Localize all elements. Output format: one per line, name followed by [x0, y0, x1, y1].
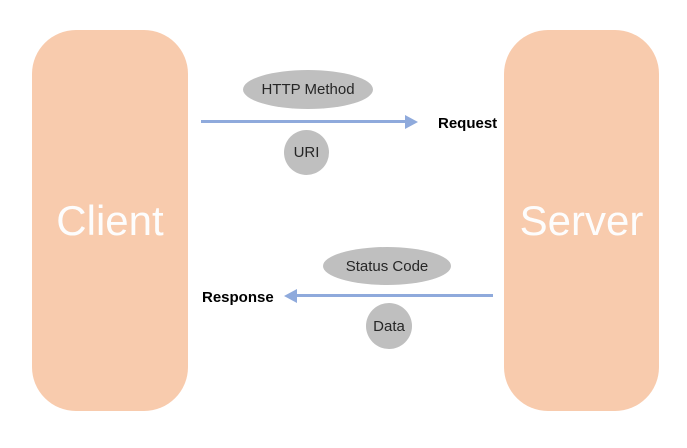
- server-box: Server: [504, 30, 659, 411]
- response-label: Response: [202, 289, 274, 306]
- request-arrow-right-icon: [405, 114, 418, 129]
- http-method-bubble: HTTP Method: [243, 70, 373, 109]
- uri-bubble: URI: [284, 130, 329, 175]
- server-label: Server: [519, 196, 644, 244]
- status-code-bubble-label: Status Code: [345, 257, 429, 275]
- uri-bubble-label: URI: [293, 144, 320, 161]
- request-label: Request: [438, 115, 498, 132]
- client-box: Client: [32, 30, 188, 411]
- response-arrow-left-icon: [284, 288, 297, 303]
- data-bubble: Data: [366, 303, 412, 349]
- data-bubble-label: Data: [373, 317, 405, 335]
- response-arrow-line: [297, 294, 493, 297]
- request-arrow-line: [201, 120, 408, 123]
- client-label: Client: [56, 196, 164, 244]
- http-method-bubble-label: HTTP Method: [261, 81, 355, 98]
- status-code-bubble: Status Code: [323, 247, 451, 285]
